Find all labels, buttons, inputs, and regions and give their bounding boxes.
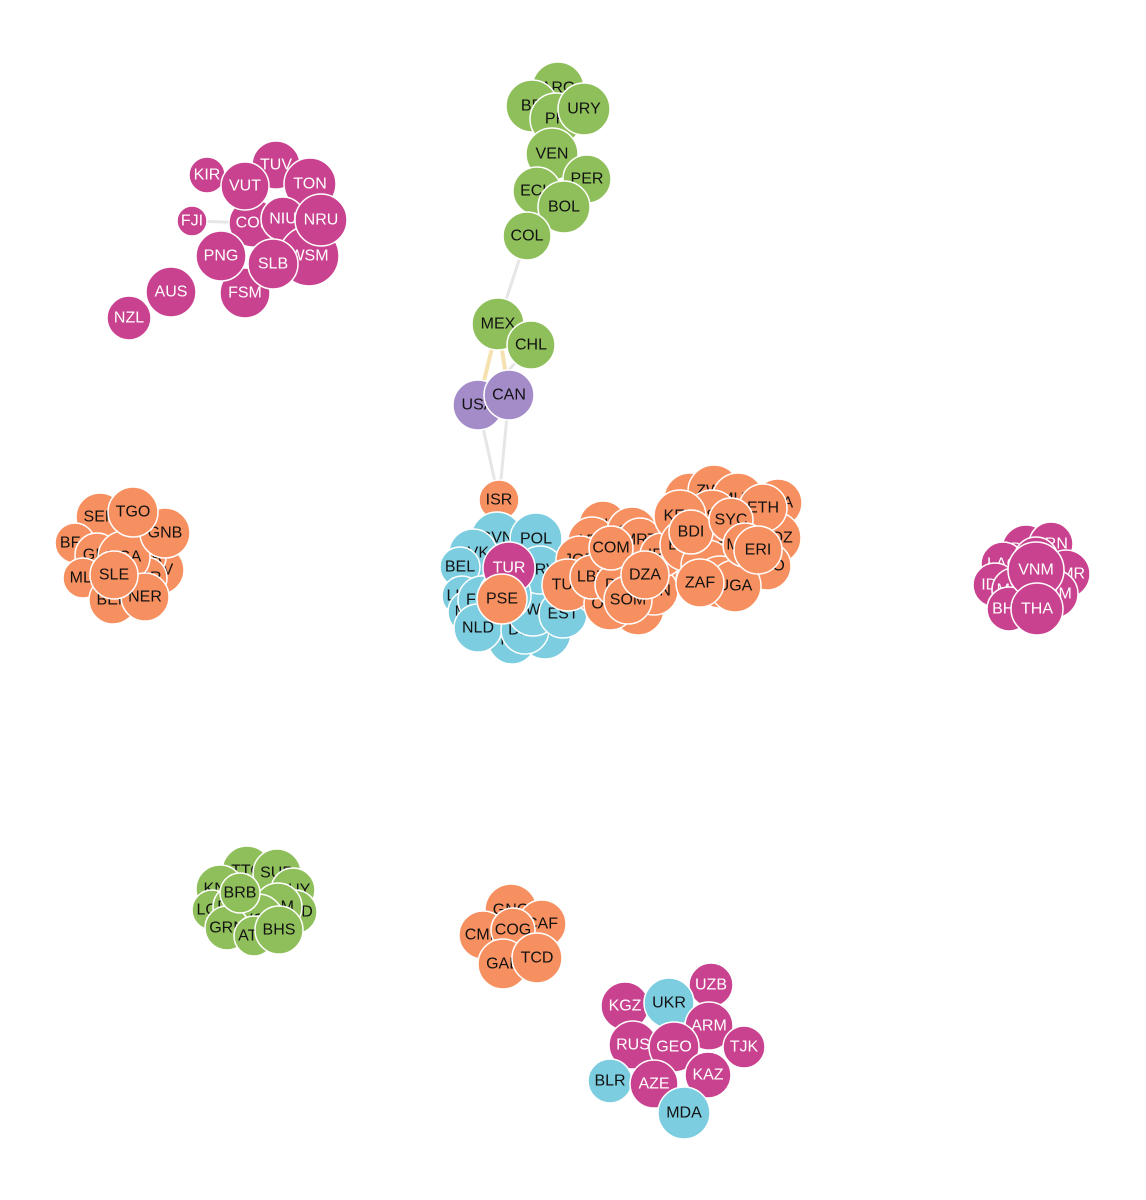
- node-circle: [176, 205, 208, 237]
- node-circle: [684, 1051, 732, 1099]
- node-dza[interactable]: DZA: [620, 550, 670, 600]
- node-tha[interactable]: THA: [1010, 582, 1064, 636]
- node-circle: [247, 238, 299, 290]
- node-blr[interactable]: BLR: [587, 1058, 633, 1104]
- node-pse[interactable]: PSE: [476, 573, 528, 625]
- node-circle: [511, 932, 563, 984]
- node-circle: [733, 525, 783, 575]
- node-circle: [106, 295, 152, 341]
- node-circle: [89, 550, 139, 600]
- node-circle: [220, 161, 270, 211]
- node-circle: [688, 962, 734, 1008]
- node-circle: [722, 1025, 766, 1069]
- node-circle: [476, 573, 528, 625]
- node-mda[interactable]: MDA: [657, 1086, 711, 1140]
- node-sle[interactable]: SLE: [89, 550, 139, 600]
- node-circle: [1010, 582, 1064, 636]
- node-bhs[interactable]: BHS: [254, 905, 304, 955]
- node-circle: [587, 1058, 633, 1104]
- node-circle: [675, 558, 725, 608]
- node-circle: [537, 180, 591, 234]
- node-ury[interactable]: URY: [557, 82, 611, 136]
- node-uzb[interactable]: UZB: [688, 962, 734, 1008]
- node-can[interactable]: CAN: [483, 369, 535, 421]
- node-circle: [557, 82, 611, 136]
- node-eri[interactable]: ERI: [733, 525, 783, 575]
- node-chl[interactable]: CHL: [506, 320, 556, 370]
- node-kir[interactable]: KIR: [188, 156, 226, 194]
- node-circle: [620, 550, 670, 600]
- node-circle: [107, 486, 159, 538]
- node-zaf[interactable]: ZAF: [675, 558, 725, 608]
- node-nru[interactable]: NRU: [294, 193, 348, 247]
- node-circle: [588, 525, 634, 571]
- node-nzl[interactable]: NZL: [106, 295, 152, 341]
- node-tcd[interactable]: TCD: [511, 932, 563, 984]
- node-tjk[interactable]: TJK: [722, 1025, 766, 1069]
- nodes-layer: ARGBRPRURYVENPERECUBOLCOLMEXCHLUSACANTUV…: [54, 61, 1091, 1140]
- node-circle: [195, 230, 247, 282]
- node-slb[interactable]: SLB: [247, 238, 299, 290]
- node-circle: [483, 369, 535, 421]
- node-circle: [254, 905, 304, 955]
- node-circle: [219, 872, 261, 914]
- node-brb[interactable]: BRB: [219, 872, 261, 914]
- node-circle: [294, 193, 348, 247]
- node-circle: [502, 211, 552, 261]
- node-circle: [145, 266, 197, 318]
- node-fji[interactable]: FJI: [176, 205, 208, 237]
- node-circle: [657, 1086, 711, 1140]
- node-bdi[interactable]: BDI: [668, 509, 714, 555]
- node-circle: [668, 509, 714, 555]
- node-aus[interactable]: AUS: [145, 266, 197, 318]
- node-tgo[interactable]: TGO: [107, 486, 159, 538]
- node-col[interactable]: COL: [502, 211, 552, 261]
- node-circle: [506, 320, 556, 370]
- node-vut[interactable]: VUT: [220, 161, 270, 211]
- node-png[interactable]: PNG: [195, 230, 247, 282]
- node-circle: [188, 156, 226, 194]
